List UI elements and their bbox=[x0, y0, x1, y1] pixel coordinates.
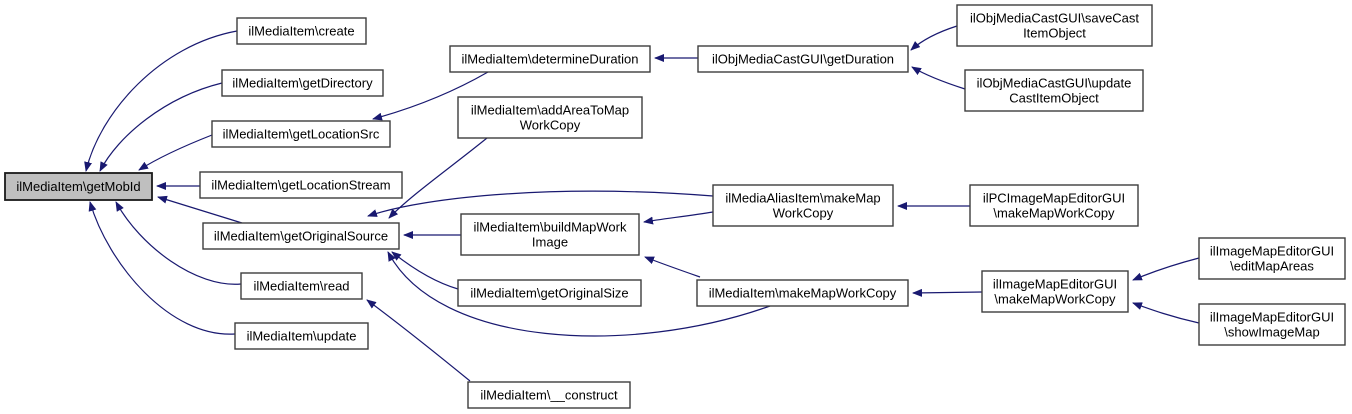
node-box-buildMapWorkImage[interactable] bbox=[460, 213, 640, 256]
node-box-getOriginalSize[interactable] bbox=[457, 279, 642, 307]
node-box-mediaMakeMapWorkCopy[interactable] bbox=[696, 279, 909, 307]
node-box-showImageMap[interactable] bbox=[1198, 303, 1346, 346]
node-box-update[interactable] bbox=[234, 322, 369, 350]
graph-node-create[interactable]: ilMediaItem\create bbox=[236, 17, 367, 45]
node-label-mediaMakeMapWorkCopy-line0: ilMediaItem\makeMapWorkCopy bbox=[709, 286, 897, 301]
node-box-getLocationSrc[interactable] bbox=[211, 120, 391, 148]
edge-determineDuration-to-getLocationSrc bbox=[372, 71, 489, 121]
node-label-determineDuration-line0: ilMediaItem\determineDuration bbox=[461, 52, 638, 67]
node-box-saveCastItemObject[interactable] bbox=[956, 4, 1153, 47]
node-label-pcMakeMapWorkCopy-line1: \makeMapWorkCopy bbox=[993, 206, 1115, 221]
edge-updateCastItemObject-to-getDuration bbox=[911, 66, 966, 90]
node-box-updateCastItemObject[interactable] bbox=[964, 69, 1144, 112]
node-box-determineDuration[interactable] bbox=[449, 45, 651, 73]
node-label-create-line0: ilMediaItem\create bbox=[248, 24, 354, 39]
node-label-update-line0: ilMediaItem\update bbox=[247, 329, 357, 344]
node-box-aliasMakeMapWorkCopy[interactable] bbox=[712, 184, 894, 227]
graph-node-getMobId: ilMediaItem\getMobId bbox=[4, 172, 153, 201]
graph-node-getLocationStream[interactable]: ilMediaItem\getLocationStream bbox=[199, 171, 403, 199]
node-label-getOriginalSource-line0: ilMediaItem\getOriginalSource bbox=[214, 229, 388, 244]
graph-node-showImageMap[interactable]: ilImageMapEditorGUI\showImageMap bbox=[1198, 303, 1346, 346]
edge-getDirectory-to-getMobId bbox=[99, 82, 223, 172]
node-label-aliasMakeMapWorkCopy-line1: WorkCopy bbox=[773, 206, 834, 221]
edge-update-to-getMobId bbox=[88, 201, 236, 335]
node-label-editMapAreas-line0: ilImageMapEditorGUI bbox=[1210, 244, 1334, 259]
edge-guiMakeMapWorkCopy-to-mediaMakeMapWorkCopy bbox=[912, 288, 983, 297]
node-label-addAreaToMapWorkCopy-line1: WorkCopy bbox=[520, 118, 581, 133]
node-box-create[interactable] bbox=[236, 17, 367, 45]
node-box-construct[interactable] bbox=[467, 381, 631, 409]
node-box-getMobId bbox=[4, 172, 153, 201]
node-label-guiMakeMapWorkCopy-line0: ilImageMapEditorGUI bbox=[993, 277, 1117, 292]
graph-node-getDirectory[interactable]: ilMediaItem\getDirectory bbox=[221, 69, 384, 97]
graph-node-getOriginalSize[interactable]: ilMediaItem\getOriginalSize bbox=[457, 279, 642, 307]
graph-node-read[interactable]: ilMediaItem\read bbox=[240, 272, 363, 300]
graph-node-editMapAreas[interactable]: ilImageMapEditorGUI\editMapAreas bbox=[1198, 237, 1346, 280]
node-label-construct-line0: ilMediaItem\__construct bbox=[480, 388, 618, 403]
node-label-getDuration-line0: ilObjMediaCastGUI\getDuration bbox=[712, 52, 894, 67]
edge-editMapAreas-to-guiMakeMapWorkCopy bbox=[1132, 257, 1200, 281]
node-label-getMobId-line0: ilMediaItem\getMobId bbox=[16, 179, 140, 194]
node-label-showImageMap-line1: \showImageMap bbox=[1224, 325, 1319, 340]
edge-addAreaToMapWorkCopy-to-getOriginalSource bbox=[388, 137, 488, 219]
node-label-getDirectory-line0: ilMediaItem\getDirectory bbox=[232, 76, 373, 91]
node-box-getOriginalSource[interactable] bbox=[202, 222, 400, 250]
edge-construct-to-read bbox=[366, 299, 471, 382]
edge-saveCastItemObject-to-getDuration bbox=[910, 25, 958, 51]
node-label-updateCastItemObject-line1: CastItemObject bbox=[1009, 91, 1099, 106]
graph-node-construct[interactable]: ilMediaItem\__construct bbox=[467, 381, 631, 409]
graph-node-mediaMakeMapWorkCopy[interactable]: ilMediaItem\makeMapWorkCopy bbox=[696, 279, 909, 307]
node-label-saveCastItemObject-line0: ilObjMediaCastGUI\saveCast bbox=[970, 11, 1139, 26]
node-label-read-line0: ilMediaItem\read bbox=[253, 279, 349, 294]
graph-node-getLocationSrc[interactable]: ilMediaItem\getLocationSrc bbox=[211, 120, 391, 148]
edge-aliasMakeMapWorkCopy-to-getOriginalSource bbox=[367, 190, 714, 217]
edge-create-to-getMobId bbox=[84, 30, 238, 172]
node-label-addAreaToMapWorkCopy-line0: ilMediaItem\addAreaToMap bbox=[471, 103, 629, 118]
node-label-getOriginalSize-line0: ilMediaItem\getOriginalSize bbox=[470, 286, 628, 301]
node-box-pcMakeMapWorkCopy[interactable] bbox=[969, 184, 1139, 227]
node-label-buildMapWorkImage-line0: ilMediaItem\buildMapWork bbox=[474, 220, 627, 235]
graph-node-determineDuration[interactable]: ilMediaItem\determineDuration bbox=[449, 45, 651, 73]
node-label-buildMapWorkImage-line1: Image bbox=[532, 235, 568, 250]
node-label-showImageMap-line0: ilImageMapEditorGUI bbox=[1210, 310, 1334, 325]
node-box-guiMakeMapWorkCopy[interactable] bbox=[981, 270, 1129, 313]
node-label-getLocationStream-line0: ilMediaItem\getLocationStream bbox=[211, 178, 390, 193]
node-box-addAreaToMapWorkCopy[interactable] bbox=[457, 96, 643, 139]
node-label-saveCastItemObject-line1: ItemObject bbox=[1023, 26, 1086, 41]
edge-getOriginalSize-to-getOriginalSource bbox=[391, 251, 459, 290]
edge-read-to-getMobId bbox=[115, 201, 242, 285]
graph-node-guiMakeMapWorkCopy[interactable]: ilImageMapEditorGUI\makeMapWorkCopy bbox=[981, 270, 1129, 313]
graph-node-getDuration[interactable]: ilObjMediaCastGUI\getDuration bbox=[697, 45, 909, 73]
node-label-getLocationSrc-line0: ilMediaItem\getLocationSrc bbox=[223, 127, 380, 142]
graph-node-pcMakeMapWorkCopy[interactable]: ilPCImageMapEditorGUI\makeMapWorkCopy bbox=[969, 184, 1139, 227]
node-label-editMapAreas-line1: \editMapAreas bbox=[1230, 259, 1314, 274]
node-box-getDuration[interactable] bbox=[697, 45, 909, 73]
node-box-editMapAreas[interactable] bbox=[1198, 237, 1346, 280]
edge-getOriginalSource-to-getMobId bbox=[157, 195, 243, 224]
edge-aliasMakeMapWorkCopy-to-buildMapWorkImage bbox=[643, 211, 714, 225]
graph-node-getOriginalSource[interactable]: ilMediaItem\getOriginalSource bbox=[202, 222, 400, 250]
graph-node-aliasMakeMapWorkCopy[interactable]: ilMediaAliasItem\makeMapWorkCopy bbox=[712, 184, 894, 227]
edge-mediaMakeMapWorkCopy-to-buildMapWorkImage bbox=[644, 256, 701, 278]
node-label-pcMakeMapWorkCopy-line0: ilPCImageMapEditorGUI bbox=[983, 191, 1125, 206]
node-box-getLocationStream[interactable] bbox=[199, 171, 403, 199]
node-box-read[interactable] bbox=[240, 272, 363, 300]
node-label-guiMakeMapWorkCopy-line1: \makeMapWorkCopy bbox=[994, 292, 1116, 307]
node-label-updateCastItemObject-line0: ilObjMediaCastGUI\update bbox=[977, 76, 1132, 91]
edge-showImageMap-to-guiMakeMapWorkCopy bbox=[1132, 302, 1200, 324]
node-box-getDirectory[interactable] bbox=[221, 69, 384, 97]
edge-mediaMakeMapWorkCopy-to-getOriginalSource bbox=[387, 251, 771, 337]
node-label-aliasMakeMapWorkCopy-line0: ilMediaAliasItem\makeMap bbox=[725, 191, 880, 206]
graph-node-update[interactable]: ilMediaItem\update bbox=[234, 322, 369, 350]
edge-getLocationSrc-to-getMobId bbox=[138, 134, 213, 171]
